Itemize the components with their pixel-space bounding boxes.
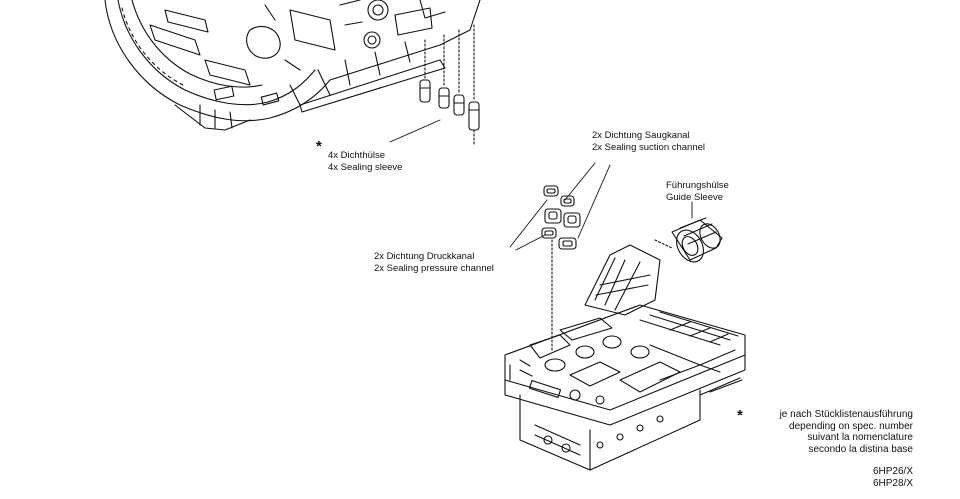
guide-sleeve-label: Führungshülse Guide Sleeve	[666, 180, 729, 204]
pressure-channel-label-de: 2x Dichtung Druckkanal	[374, 251, 475, 262]
pressure-channel-label: 2x Dichtung Druckkanal 2x Sealing pressu…	[374, 251, 494, 275]
model-code: 6HP28/X	[872, 478, 913, 489]
guide-sleeve-label-en: Guide Sleeve	[666, 192, 724, 203]
sealing-sleeve-label-de: 4x Dichthülse	[328, 150, 386, 161]
footnote-text: je nach Stücklistenausführung depending …	[780, 409, 913, 455]
model-code: 6HP26/X	[872, 466, 913, 477]
suction-channel-label-de: 2x Dichtung Saugkanal	[592, 130, 690, 141]
suction-channel-label: 2x Dichtung Saugkanal 2x Sealing suction…	[592, 130, 705, 154]
footnote-asterisk: *	[737, 407, 743, 424]
sealing-sleeve-label-en: 4x Sealing sleeve	[328, 162, 403, 173]
channel-seals	[541, 185, 581, 250]
guide-sleeve	[654, 201, 723, 263]
sleeve-asterisk: *	[316, 138, 322, 155]
transmission-housing	[104, 0, 481, 131]
sealing-sleeve-label: 4x Dichthülse 4x Sealing sleeve	[328, 150, 402, 174]
model-list: 6HP26/X 6HP28/X	[873, 466, 913, 490]
footnote-line-fr: suivant la nomenclature	[807, 432, 913, 443]
footnote-line-it: secondo la distina base	[808, 443, 913, 455]
guide-sleeve-label-de: Führungshülse	[666, 180, 729, 191]
sealing-sleeves	[419, 24, 480, 147]
footnote-line-de: je nach Stücklistenausführung	[779, 409, 913, 420]
footnote-line-en: depending on spec. number	[789, 420, 913, 432]
pressure-channel-label-en: 2x Sealing pressure channel	[374, 263, 494, 274]
mechatronic-unit	[504, 244, 746, 471]
suction-channel-label-en: 2x Sealing suction channel	[592, 142, 706, 153]
